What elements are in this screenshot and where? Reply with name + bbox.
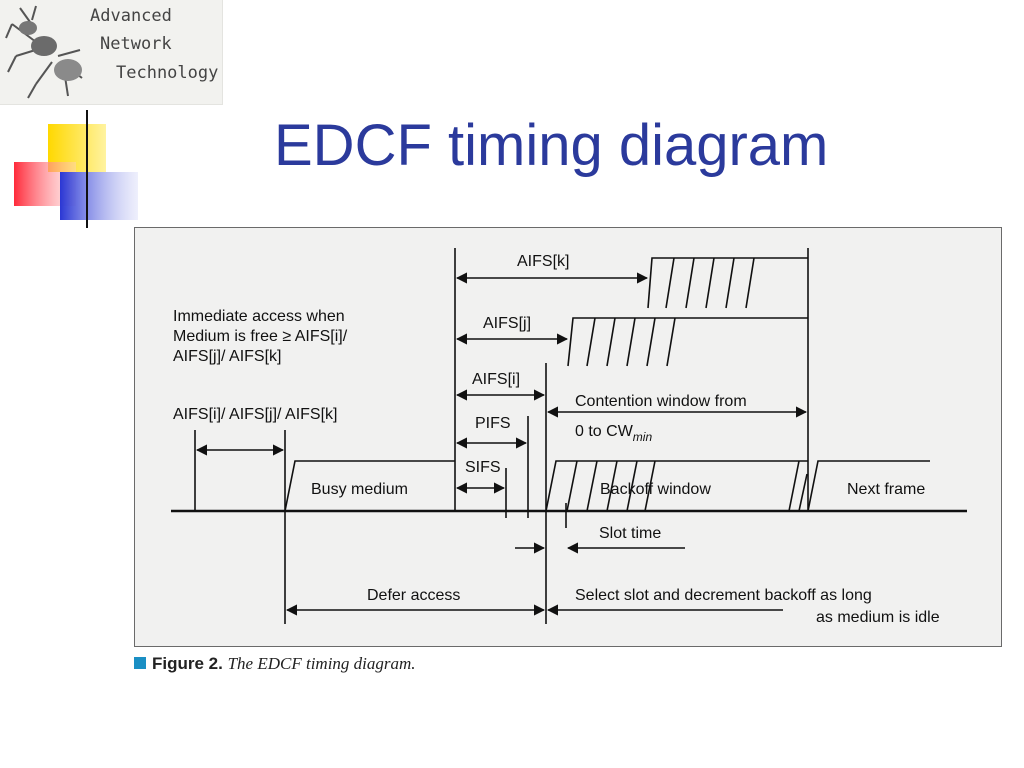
label-select-line-1: Select slot and decrement backoff as lon… <box>575 587 872 604</box>
label-immediate-line-1: Immediate access when <box>173 308 345 325</box>
label-sifs: SIFS <box>465 459 501 476</box>
edcf-diagram: AIFS[k] AIFS[j] AIFS[i] PIFS SIFS Immedi… <box>134 227 1002 647</box>
label-next-frame: Next frame <box>847 481 925 498</box>
label-pifs: PIFS <box>475 415 511 432</box>
backoff-window-frame <box>545 460 808 512</box>
figure-caption: Figure 2. The EDCF timing diagram. <box>134 654 416 674</box>
label-contention-line-2: 0 to CWmin <box>575 423 652 444</box>
ant-logo-icon <box>5 5 83 99</box>
label-select-line-2: as medium is idle <box>816 609 940 626</box>
logo-line-1: Advanced <box>90 6 172 26</box>
label-defer-access: Defer access <box>367 587 460 604</box>
logo-line-2: Network <box>100 34 172 54</box>
next-frame-frame <box>807 460 930 512</box>
label-immediate-line-2: Medium is free ≥ AIFS[i]/ <box>173 328 348 345</box>
logo-line-3: Technology <box>116 63 219 83</box>
caption-figure-number: Figure 2. <box>152 654 223 673</box>
label-aifs-ijk: AIFS[i]/ AIFS[j]/ AIFS[k] <box>173 406 337 423</box>
label-contention-line-1: Contention window from <box>575 393 747 410</box>
label-busy-medium: Busy medium <box>311 481 408 498</box>
label-backoff-window: Backoff window <box>600 481 711 498</box>
logo: Advanced Network Technology <box>0 0 223 105</box>
label-immediate-line-3: AIFS[j]/ AIFS[k] <box>173 348 281 365</box>
decorative-squares <box>14 110 980 228</box>
label-aifs-i: AIFS[i] <box>472 371 520 388</box>
caption-text: The EDCF timing diagram. <box>227 654 416 673</box>
busy-medium-frame <box>284 460 455 512</box>
label-aifs-k: AIFS[k] <box>517 253 569 270</box>
caption-square-icon <box>134 657 146 669</box>
label-slot-time: Slot time <box>599 525 661 542</box>
page-title: EDCF timing diagram <box>274 113 829 178</box>
timing-diagram-svg: AIFS[k] AIFS[j] AIFS[i] PIFS SIFS Immedi… <box>171 248 967 626</box>
label-aifs-j: AIFS[j] <box>483 315 531 332</box>
